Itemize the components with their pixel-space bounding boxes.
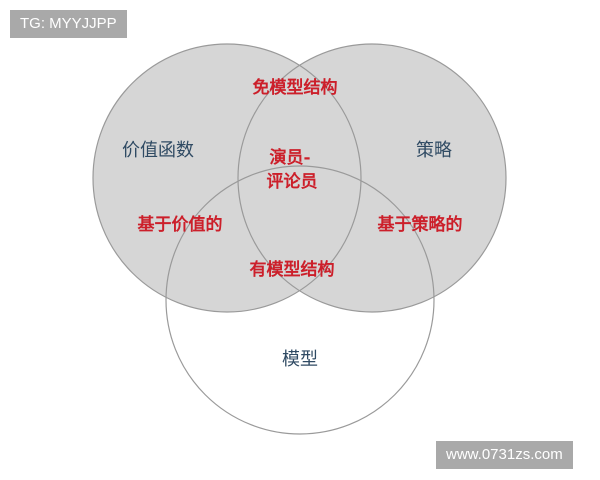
watermark-bottom-right: www.0731zs.com <box>436 441 573 469</box>
label-model-based: 有模型结构 <box>249 260 335 280</box>
watermark-top-left: TG: MYYJJPP <box>10 10 127 38</box>
label-actor-critic-line2: 评论员 <box>266 172 318 192</box>
circle-model <box>165 165 435 435</box>
circle-outline-policy <box>237 43 507 313</box>
label-value-function: 价值函数 <box>122 140 194 161</box>
label-policy-based: 基于策略的 <box>377 215 463 235</box>
label-policy: 策略 <box>416 140 452 161</box>
circle-outline-value <box>92 43 362 313</box>
circle-policy <box>238 44 506 312</box>
label-model: 模型 <box>282 349 318 370</box>
label-value-based: 基于价值的 <box>137 215 223 235</box>
label-model-free: 免模型结构 <box>252 78 338 98</box>
label-actor-critic-line1: 演员- <box>269 148 311 168</box>
